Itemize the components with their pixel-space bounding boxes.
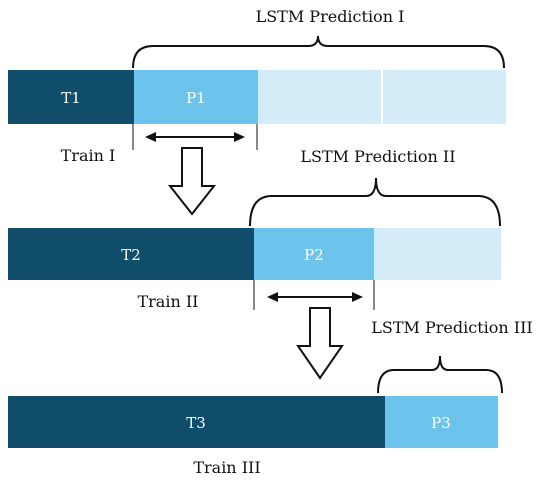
train-caption-1: Train I [61,146,116,165]
future-bar-1a [258,70,382,124]
span-arrowhead-left-1 [145,132,156,142]
train-caption-3: Train III [193,458,260,477]
prediction-label-3: LSTM Prediction III [371,318,532,337]
train-segment-label-3: T3 [186,414,206,432]
prediction-segment-label-1: P1 [186,89,206,107]
train-segment-label-2: T2 [121,246,141,264]
train-bar-3 [8,396,385,448]
train-caption-2: Train II [137,292,198,311]
future-bar-2 [374,228,501,280]
down-arrow-1 [167,147,217,216]
prediction-label-2: LSTM Prediction II [300,147,455,166]
prediction-label-1: LSTM Prediction I [256,7,405,26]
prediction-segment-label-2: P2 [304,246,324,264]
prediction-brace-3 [377,355,503,394]
train-bar-2 [8,228,254,280]
future-bar-1b [383,70,506,124]
span-arrowhead-left-2 [267,292,278,302]
prediction-bar-1 [134,70,258,124]
span-arrowhead-right-2 [352,292,363,302]
prediction-brace-2 [249,177,501,227]
train-segment-label-1: T1 [61,89,81,107]
span-arrowhead-right-1 [234,132,245,142]
prediction-bar-3 [385,396,498,448]
prediction-bar-2 [254,228,374,280]
down-arrow-2 [296,307,344,380]
train-bar-1 [8,70,134,124]
prediction-segment-label-3: P3 [431,414,451,432]
prediction-brace-1 [132,35,505,69]
